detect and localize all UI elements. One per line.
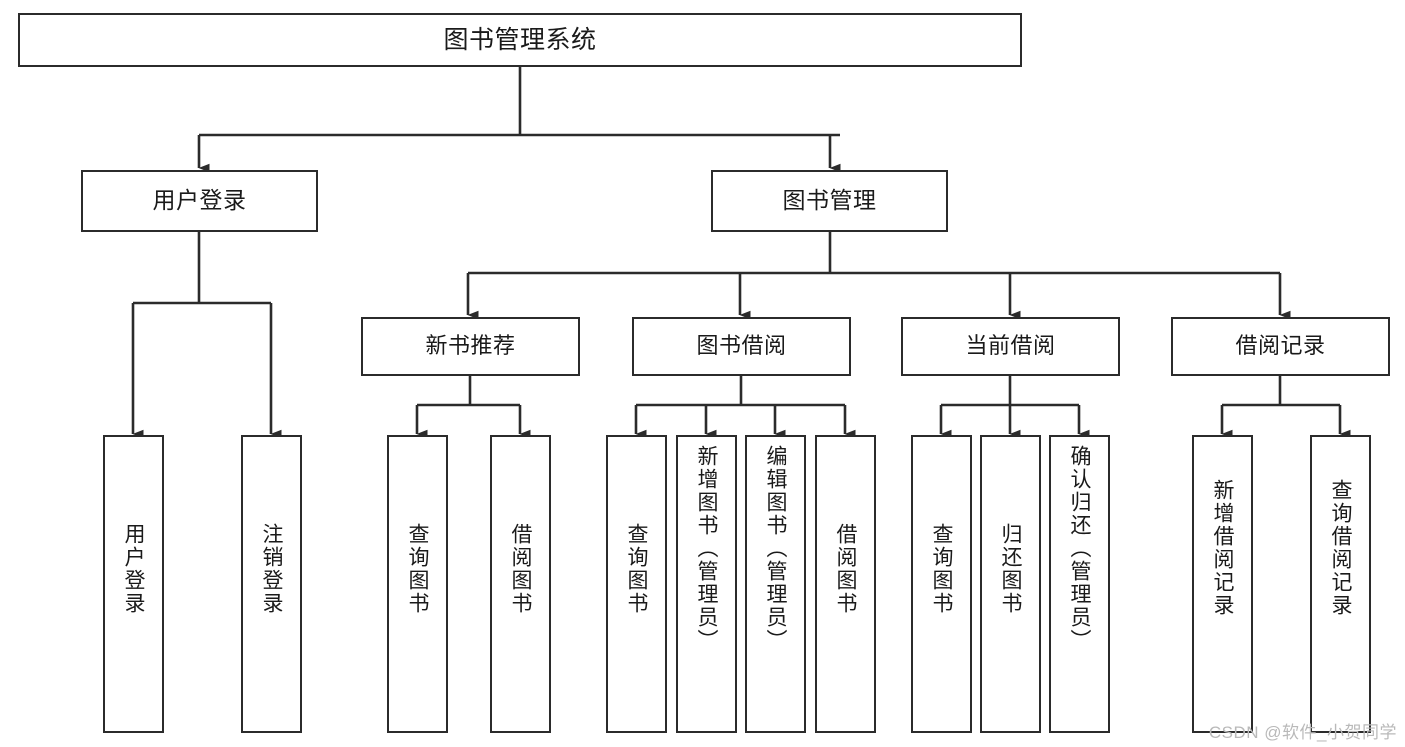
node-label: 新增借阅记录	[1211, 479, 1234, 617]
node-label: 注销登录	[260, 523, 283, 615]
node-leaf-return-book[interactable]: 归还图书	[980, 435, 1041, 733]
node-book-borrow[interactable]: 图书借阅	[632, 317, 851, 376]
node-label: 新增图书（管理员）	[695, 445, 718, 652]
node-leaf-borrow-book[interactable]: 借阅图书	[815, 435, 876, 733]
node-book-management[interactable]: 图书管理	[711, 170, 948, 232]
node-label: 查询图书	[406, 523, 429, 615]
node-root-system[interactable]: 图书管理系统	[18, 13, 1022, 67]
node-leaf-query-book-current[interactable]: 查询图书	[911, 435, 972, 733]
node-leaf-user-login[interactable]: 用户登录	[103, 435, 164, 733]
node-label: 图书借阅	[696, 333, 787, 359]
node-leaf-confirm-return[interactable]: 确认归还（管理员）	[1049, 435, 1110, 733]
node-label: 新书推荐	[425, 333, 516, 359]
node-leaf-add-book[interactable]: 新增图书（管理员）	[676, 435, 737, 733]
node-label: 图书管理	[782, 187, 877, 214]
csdn-watermark: CSDN @软件_小贺同学	[1208, 723, 1397, 742]
node-label: 借阅图书	[834, 523, 857, 615]
node-leaf-borrow-book-recommend[interactable]: 借阅图书	[490, 435, 551, 733]
node-leaf-edit-book[interactable]: 编辑图书（管理员）	[745, 435, 806, 733]
node-label: 查询图书	[625, 523, 648, 615]
node-user-login[interactable]: 用户登录	[81, 170, 318, 232]
node-label: 确认归还（管理员）	[1068, 445, 1091, 652]
node-label: 归还图书	[999, 523, 1022, 615]
node-leaf-add-borrow-record[interactable]: 新增借阅记录	[1192, 435, 1253, 733]
node-leaf-query-book-borrow[interactable]: 查询图书	[606, 435, 667, 733]
node-leaf-query-borrow-record[interactable]: 查询借阅记录	[1310, 435, 1371, 733]
node-label: 借阅记录	[1235, 333, 1326, 359]
node-label: 查询借阅记录	[1329, 479, 1352, 617]
node-borrow-record[interactable]: 借阅记录	[1171, 317, 1390, 376]
node-current-borrow[interactable]: 当前借阅	[901, 317, 1120, 376]
node-new-book-recommend[interactable]: 新书推荐	[361, 317, 580, 376]
node-label: 用户登录	[122, 523, 145, 615]
node-label: 图书管理系统	[443, 26, 597, 54]
node-label: 查询图书	[930, 523, 953, 615]
node-leaf-query-book-recommend[interactable]: 查询图书	[387, 435, 448, 733]
node-label: 编辑图书（管理员）	[764, 445, 787, 652]
node-label: 借阅图书	[509, 523, 532, 615]
node-leaf-user-logout[interactable]: 注销登录	[241, 435, 302, 733]
node-label: 当前借阅	[965, 333, 1056, 359]
node-label: 用户登录	[152, 187, 247, 214]
